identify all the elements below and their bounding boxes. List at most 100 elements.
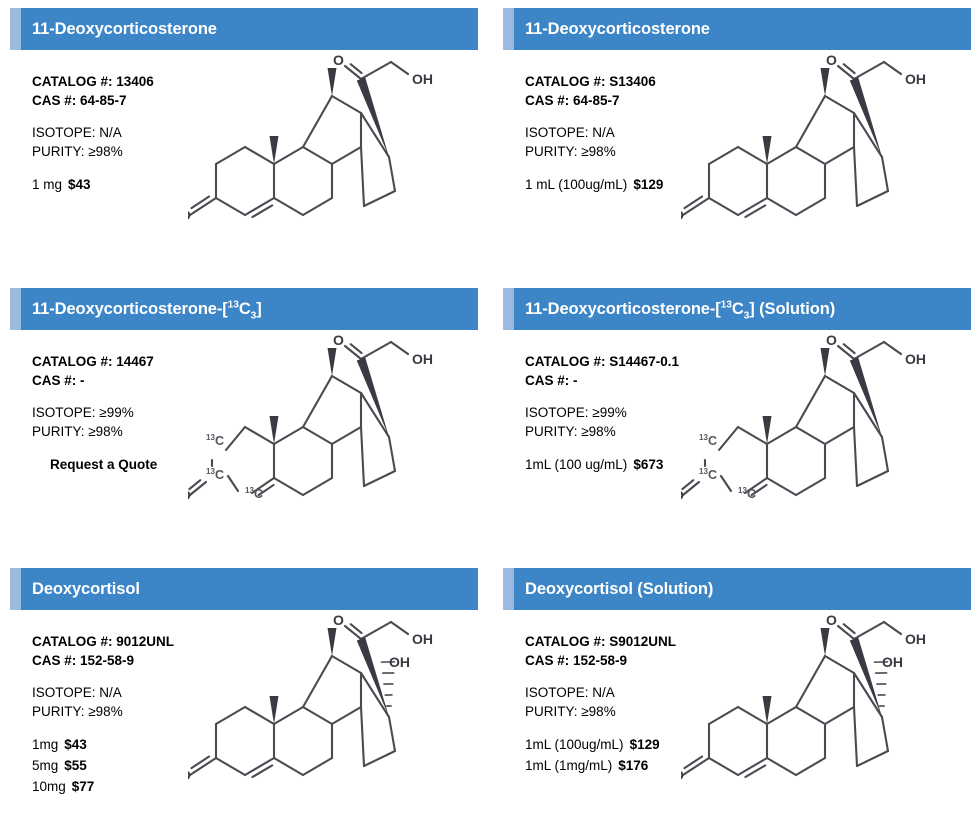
specification-group: ISOTOPE: ≥99%PURITY: ≥98% [525,403,775,441]
isotope-purity-label: ISOTOPE: [32,125,96,140]
price-row[interactable]: 1mL (1mg/mL) $176 [525,755,775,776]
product-card[interactable]: 11-Deoxycorticosterone-[13C3] CATALOG #: … [10,288,478,558]
card-header: 11-Deoxycorticosterone [10,8,478,50]
card-header: Deoxycortisol [10,568,478,610]
product-title: 11-Deoxycorticosterone-[13C3] [32,301,262,318]
chemical-purity-value: ≥98% [578,144,616,159]
catalog-number: CATALOG #: 13406 [32,72,282,91]
isotope-mass-superscript: 13 [721,299,732,310]
cas-number: CAS #: 152-58-9 [525,651,775,670]
pricing-group: 1mL (100ug/mL)$129 1mL (1mg/mL) $176 [525,734,775,776]
price-amount: $55 [64,758,87,773]
isotope-element-symbol: C [732,300,744,318]
request-a-quote-link[interactable]: Request a Quote [32,454,282,475]
chemical-purity: PURITY: ≥98% [525,142,775,161]
cas-number-label: CAS #: [32,93,76,108]
card-header: 11-Deoxycorticosterone [503,8,971,50]
cas-number: CAS #: 64-85-7 [32,91,282,110]
price-amount: $176 [618,758,648,773]
isotope-element-symbol: C [239,300,251,318]
svg-text:O: O [826,612,837,628]
chemical-purity-label: PURITY: [32,144,85,159]
price-row[interactable]: 1mL (100 ug/mL)$673 [525,454,775,475]
isotope-purity-value: N/A [589,685,615,700]
isotope-purity: ISOTOPE: N/A [525,123,775,142]
price-row[interactable]: 1 mg$43 [32,174,282,195]
svg-text:OH: OH [412,71,433,87]
price-quantity: 5mg [32,758,58,773]
svg-text:O: O [826,332,837,348]
cas-number-label: CAS #: [32,653,76,668]
pricing-group: 1 mL (100ug/mL) $129 [525,174,775,195]
cas-number-value: - [76,373,84,388]
price-quantity: 1mL (1mg/mL) [525,758,612,773]
svg-text:O: O [188,207,191,223]
isotope-purity: ISOTOPE: N/A [32,123,282,142]
product-title: Deoxycortisol (Solution) [525,581,713,598]
svg-text:O: O [188,487,191,503]
price-row[interactable]: 1mg$43 [32,734,282,755]
price-quantity: 1 mg [32,177,62,192]
catalog-number-value: 13406 [113,74,154,89]
price-row[interactable]: 5mg $55 [32,755,282,776]
card-header: 11-Deoxycorticosterone-[13C3] [10,288,478,330]
svg-text:O: O [333,332,344,348]
cas-number-label: CAS #: [525,93,569,108]
card-header: 11-Deoxycorticosterone-[13C3] (Solution) [503,288,971,330]
isotope-purity-label: ISOTOPE: [525,405,589,420]
cas-number-value: 64-85-7 [76,93,126,108]
product-title-suffix: ] [256,300,261,318]
product-card[interactable]: Deoxycortisol (Solution)CATALOG #: S9012… [503,568,971,838]
chemical-purity: PURITY: ≥98% [32,702,282,721]
svg-text:OH: OH [905,351,926,367]
specification-group: ISOTOPE: ≥99%PURITY: ≥98% [32,403,282,441]
price-quantity: 1 mL (100ug/mL) [525,177,627,192]
chemical-purity-value: ≥98% [85,704,123,719]
card-header: Deoxycortisol (Solution) [503,568,971,610]
isotope-purity-value: N/A [96,685,122,700]
catalog-number-label: CATALOG #: [525,634,606,649]
price-quantity: 1mg [32,737,58,752]
product-title: 11-Deoxycorticosterone [32,21,217,38]
cas-number: CAS #: - [32,371,282,390]
catalog-number-value: 9012UNL [113,634,175,649]
price-quantity: 1mL (100 ug/mL) [525,457,627,472]
isotope-purity-label: ISOTOPE: [525,125,589,140]
catalog-number-label: CATALOG #: [525,354,606,369]
catalog-number-value: S13406 [606,74,656,89]
cas-number-label: CAS #: [525,653,569,668]
chemical-purity: PURITY: ≥98% [525,702,775,721]
catalog-number-value: S14467-0.1 [606,354,680,369]
chemical-purity-label: PURITY: [525,704,578,719]
svg-text:O: O [681,487,684,503]
price-row[interactable]: 1 mL (100ug/mL) $129 [525,174,775,195]
catalog-number-label: CATALOG #: [32,634,113,649]
chemical-purity-label: PURITY: [32,704,85,719]
pricing-group: 1mL (100 ug/mL)$673 [525,454,775,475]
svg-text:O: O [681,207,684,223]
pricing-group: Request a Quote [32,454,282,475]
cas-number: CAS #: 64-85-7 [525,91,775,110]
price-amount: $129 [633,177,663,192]
cas-number-label: CAS #: [525,373,569,388]
cas-number-value: 152-58-9 [569,653,627,668]
product-card[interactable]: 11-Deoxycorticosterone-[13C3] (Solution)… [503,288,971,558]
price-row[interactable]: 1mL (100ug/mL)$129 [525,734,775,755]
price-row[interactable]: 10mg$77 [32,776,282,797]
catalog-number: CATALOG #: 14467 [32,352,282,371]
